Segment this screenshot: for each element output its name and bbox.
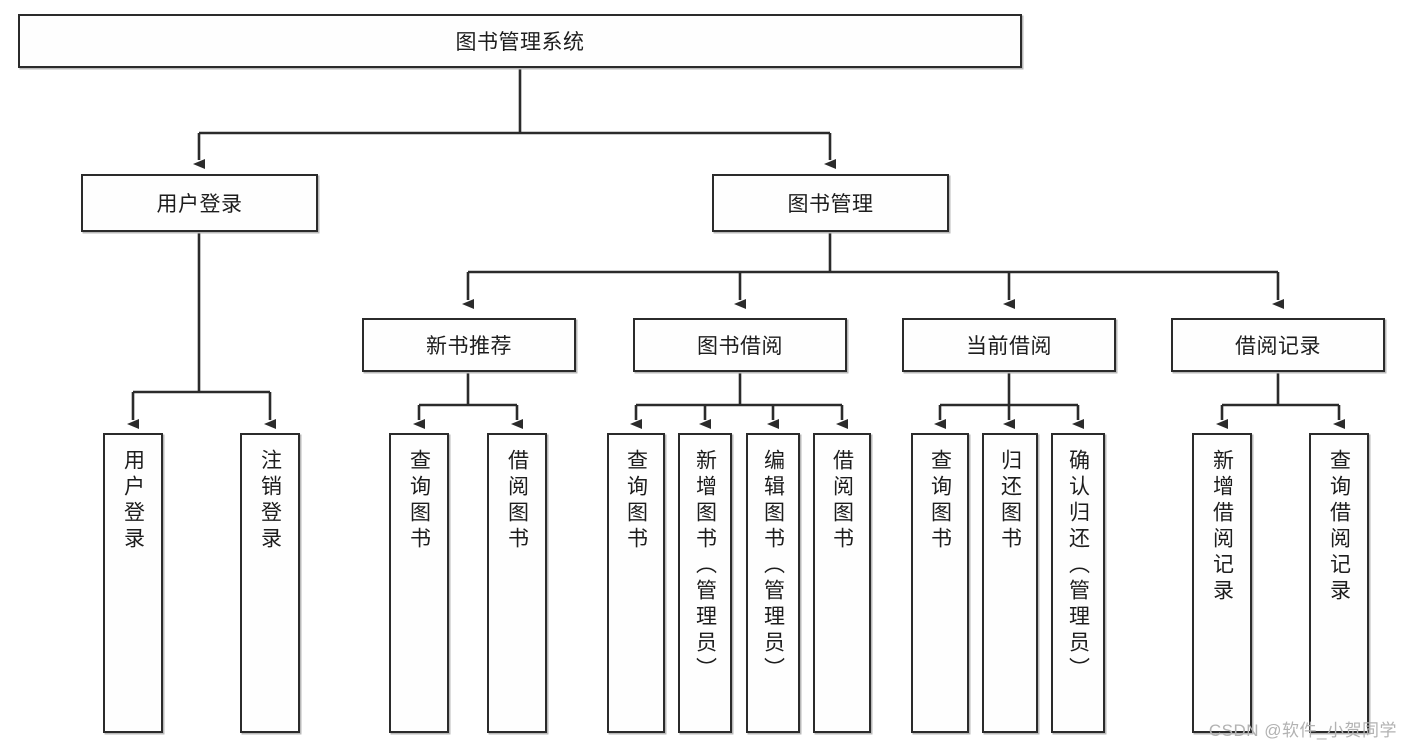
leaf-user-login-login[interactable]: 用户登录 bbox=[103, 433, 163, 733]
node-label: 图书管理系统 bbox=[455, 31, 585, 54]
leaf-record-add-record[interactable]: 新增借阅记录 bbox=[1192, 433, 1252, 733]
leaf-user-login-logout[interactable]: 注销登录 bbox=[240, 433, 300, 733]
leaf-current-query-book[interactable]: 查询图书 bbox=[911, 433, 969, 733]
node-root-system[interactable]: 图书管理系统 bbox=[18, 14, 1022, 68]
leaf-record-query-record[interactable]: 查询借阅记录 bbox=[1309, 433, 1369, 733]
leaf-borrow-add-book-admin[interactable]: 新增图书（管理员） bbox=[678, 433, 732, 733]
node-label: 查询图书 bbox=[624, 449, 648, 553]
node-label: 注销登录 bbox=[258, 449, 282, 553]
node-label: 确认归还（管理员） bbox=[1066, 449, 1090, 683]
leaf-borrow-borrow-book[interactable]: 借阅图书 bbox=[813, 433, 871, 733]
node-book-management[interactable]: 图书管理 bbox=[712, 174, 949, 232]
node-label: 查询图书 bbox=[407, 449, 431, 553]
node-label: 用户登录 bbox=[121, 449, 145, 553]
node-label: 归还图书 bbox=[998, 449, 1022, 553]
node-label: 查询借阅记录 bbox=[1327, 449, 1351, 605]
node-label: 新增借阅记录 bbox=[1210, 449, 1234, 605]
node-label: 图书借阅 bbox=[697, 335, 783, 358]
node-label: 编辑图书（管理员） bbox=[761, 449, 785, 683]
node-current-borrow[interactable]: 当前借阅 bbox=[902, 318, 1116, 372]
leaf-current-confirm-return-admin[interactable]: 确认归还（管理员） bbox=[1051, 433, 1105, 733]
node-book-borrow[interactable]: 图书借阅 bbox=[633, 318, 847, 372]
leaf-recommend-query-book[interactable]: 查询图书 bbox=[389, 433, 449, 733]
node-borrow-record[interactable]: 借阅记录 bbox=[1171, 318, 1385, 372]
node-label: 借阅记录 bbox=[1235, 335, 1321, 358]
node-label: 借阅图书 bbox=[830, 449, 854, 553]
leaf-recommend-borrow-book[interactable]: 借阅图书 bbox=[487, 433, 547, 733]
node-label: 借阅图书 bbox=[505, 449, 529, 553]
node-label: 查询图书 bbox=[928, 449, 952, 553]
leaf-borrow-query-book[interactable]: 查询图书 bbox=[607, 433, 665, 733]
node-label: 当前借阅 bbox=[966, 335, 1052, 358]
node-label: 用户登录 bbox=[156, 193, 243, 216]
node-new-book-recommend[interactable]: 新书推荐 bbox=[362, 318, 576, 372]
node-label: 新书推荐 bbox=[426, 335, 512, 358]
watermark-text: CSDN @软件_小贺同学 bbox=[1208, 721, 1397, 740]
leaf-borrow-edit-book-admin[interactable]: 编辑图书（管理员） bbox=[746, 433, 800, 733]
node-user-login[interactable]: 用户登录 bbox=[81, 174, 318, 232]
node-label: 图书管理 bbox=[787, 193, 874, 216]
node-label: 新增图书（管理员） bbox=[693, 449, 717, 683]
leaf-current-return-book[interactable]: 归还图书 bbox=[982, 433, 1038, 733]
